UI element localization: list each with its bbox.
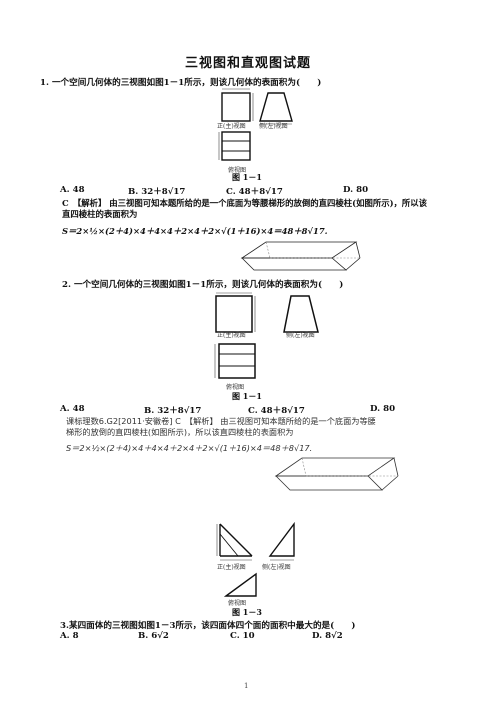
q1-top-label: 俯视图 [228,167,247,174]
q2-side-label: 侧(左)视图 [286,332,315,339]
q3-front-label: 正(主)视图 [217,564,246,571]
q3-top-view [223,572,257,597]
q1-option-a: A. 48 [60,185,85,195]
q1-answer-line1: C 【解析】 由三视图可知本题所给的是一个底面为等腰梯形的放倒的直四棱柱(如图所… [62,198,428,208]
q3-front-view [216,523,253,561]
q2-prism-diagram [274,457,399,491]
q2-front-view [215,292,256,333]
q2-figure-caption: 图 1－1 [232,391,262,401]
q2-option-d: D. 80 [370,404,396,414]
q3-option-a: A. 8 [60,631,79,641]
q3-option-d: D. 8√2 [312,631,343,641]
q3-top-label: 俯视图 [228,600,247,607]
q2-question: 2. 一个空间几何体的三视图如图1－1所示，则该几何体的表面积为( ) [62,280,344,290]
q3-option-c: C. 10 [230,631,255,641]
q2-front-label: 正(主)视图 [217,332,246,339]
page-number: 1 [244,682,249,690]
q2-option-c: C. 48＋8√17 [248,406,305,416]
q1-front-label: 正(主)视图 [217,123,246,130]
q1-option-c: C. 48＋8√17 [226,187,283,197]
q1-option-d: D. 80 [343,185,369,195]
q1-answer-line2: 直四棱柱的表面积为 [62,209,138,219]
q2-top-view [214,343,256,379]
q2-top-label: 俯视图 [226,384,245,391]
q2-side-view [283,295,319,333]
q3-question: 3.某四面体的三视图如图1－3所示，该四面体四个面的面积中最大的是( ) [60,621,356,631]
q1-figure-caption: 图 1－1 [232,172,262,182]
q2-answer-line1: 课标理数6.G2[2011·安徽卷] C 【解析】 由三视图可知本题所给的是一个… [66,416,376,426]
q1-option-b: B. 32＋8√17 [128,187,186,197]
q2-option-a: A. 48 [60,404,85,414]
q1-front-view [221,88,254,122]
q1-side-view [259,92,293,125]
q1-top-view [218,131,251,161]
q3-option-b: B. 6√2 [138,631,169,641]
q2-answer-line2: 梯形的放倒的直四棱柱(如图所示)，所以该直四棱柱的表面积为 [66,427,294,437]
q1-question: 1. 一个空间几何体的三视图如图1－1所示，则该几何体的表面积为( ) [40,78,322,88]
q1-prism-diagram [240,241,361,271]
q2-option-b: B. 32＋8√17 [144,406,202,416]
q3-side-label: 侧(左)视图 [262,564,291,571]
q1-side-label: 侧(左)视图 [259,123,288,130]
page-title: 三视图和直观图试题 [184,56,311,71]
q3-figure-caption: 图 1－3 [232,607,262,617]
q2-formula: S＝2×½×(2＋4)×4＋4×4＋2×4＋2×√(1＋16)×4＝48＋8√1… [66,443,313,453]
q1-formula: S＝2×½×(2＋4)×4＋4×4＋2×4＋2×√(1＋16)×4＝48＋8√1… [62,226,328,236]
q3-side-view [268,521,295,561]
